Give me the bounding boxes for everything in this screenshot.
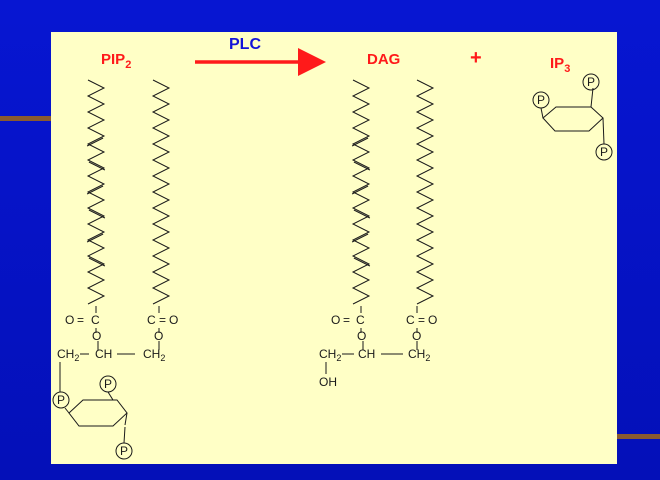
pip2-chain-unsaturated-double-bond bbox=[86, 185, 104, 195]
svg-text:CH: CH bbox=[95, 347, 112, 361]
plc-reaction-diagram: PIP2 PLC DAG + IP3 O = C O C = O O CH2 C… bbox=[52, 36, 613, 460]
svg-text:C: C bbox=[147, 313, 156, 327]
svg-text:CH2: CH2 bbox=[143, 347, 165, 363]
right-decor-stripe bbox=[617, 434, 660, 439]
ip3-inositol-ring-icon bbox=[540, 87, 605, 145]
dag-glycerol: CH2 CH CH2 OH bbox=[319, 347, 430, 389]
svg-text:P: P bbox=[537, 93, 545, 107]
svg-text:O: O bbox=[331, 313, 340, 327]
fatty-acid-chains bbox=[86, 79, 435, 305]
svg-text:CH2: CH2 bbox=[319, 347, 341, 363]
dag-chain-unsaturated-double-bond bbox=[351, 233, 369, 243]
pip2-chain-unsaturated-double-bond bbox=[86, 137, 104, 147]
dag-chain-unsaturated bbox=[351, 79, 371, 305]
svg-text:O: O bbox=[154, 329, 163, 343]
pip2-phosphate-3-bond bbox=[123, 426, 126, 444]
pip2-chain-unsaturated-double-bond bbox=[88, 161, 106, 171]
svg-text:P: P bbox=[587, 75, 595, 89]
svg-text:=: = bbox=[77, 313, 84, 327]
pip2-chain-unsaturated-double-bond bbox=[88, 209, 106, 219]
pip2-right-ester: C = O O bbox=[147, 313, 178, 343]
svg-text:O: O bbox=[92, 329, 101, 343]
svg-text:C: C bbox=[91, 313, 100, 327]
pip2-backbone bbox=[59, 306, 160, 392]
ip3-label: IP3 bbox=[550, 55, 570, 75]
svg-text:=: = bbox=[343, 313, 350, 327]
dag-chain-unsaturated-double-bond bbox=[353, 209, 371, 219]
svg-text:O: O bbox=[428, 313, 437, 327]
svg-text:O: O bbox=[412, 329, 421, 343]
plus-sign: + bbox=[470, 47, 482, 69]
svg-text:P: P bbox=[104, 377, 112, 391]
dag-chain-unsaturated-double-bond bbox=[351, 137, 369, 147]
dag-chain-unsaturated-double-bond bbox=[351, 185, 369, 195]
dag-label: DAG bbox=[367, 51, 400, 68]
ip3-phosphate-3-icon: P bbox=[595, 143, 613, 161]
svg-text:C: C bbox=[406, 313, 415, 327]
ip3-phosphate-1-icon: P bbox=[582, 73, 600, 91]
pip2-label: PIP2 bbox=[101, 51, 131, 71]
dag-chain-unsaturated-double-bond bbox=[353, 161, 371, 171]
pip2-left-ester: O = C O bbox=[65, 313, 101, 343]
dag-backbone bbox=[325, 306, 418, 374]
pip2-chain-unsaturated bbox=[86, 79, 106, 305]
dag-chain-unsaturated-double-bond bbox=[353, 257, 371, 267]
svg-text:C: C bbox=[356, 313, 365, 327]
left-decor-stripe bbox=[0, 116, 51, 121]
pip2-glycerol: CH2 CH CH2 bbox=[57, 347, 165, 363]
svg-text:=: = bbox=[418, 313, 425, 327]
svg-text:P: P bbox=[120, 444, 128, 458]
plc-label: PLC bbox=[229, 36, 261, 53]
svg-text:CH2: CH2 bbox=[408, 347, 430, 363]
svg-text:CH: CH bbox=[358, 347, 375, 361]
pip2-chain-unsaturated-double-bond bbox=[88, 257, 106, 267]
svg-text:P: P bbox=[57, 393, 65, 407]
svg-text:OH: OH bbox=[319, 375, 337, 389]
diagram-panel: PIP2 PLC DAG + IP3 O = C O C = O O CH2 C… bbox=[51, 32, 617, 464]
pip2-chain-unsaturated-double-bond bbox=[86, 233, 104, 243]
pip2-phosphate-1-icon: P bbox=[99, 375, 117, 393]
svg-text:CH2: CH2 bbox=[57, 347, 79, 363]
pip2-chain-saturated bbox=[151, 79, 171, 305]
dag-right-ester: C = O O bbox=[406, 313, 437, 343]
svg-text:P: P bbox=[600, 145, 608, 159]
svg-text:O: O bbox=[65, 313, 74, 327]
dag-left-ester: O = C O bbox=[331, 313, 366, 343]
svg-text:O: O bbox=[357, 329, 366, 343]
pip2-phosphate-3-icon: P bbox=[115, 442, 133, 460]
dag-chain-saturated bbox=[415, 79, 435, 305]
svg-text:O: O bbox=[169, 313, 178, 327]
svg-text:=: = bbox=[159, 313, 166, 327]
ip3-phosphate-2-icon: P bbox=[532, 91, 550, 109]
pip2-phosphate-2-icon: P bbox=[52, 391, 70, 409]
pip2-inositol-ring-icon bbox=[64, 391, 128, 427]
